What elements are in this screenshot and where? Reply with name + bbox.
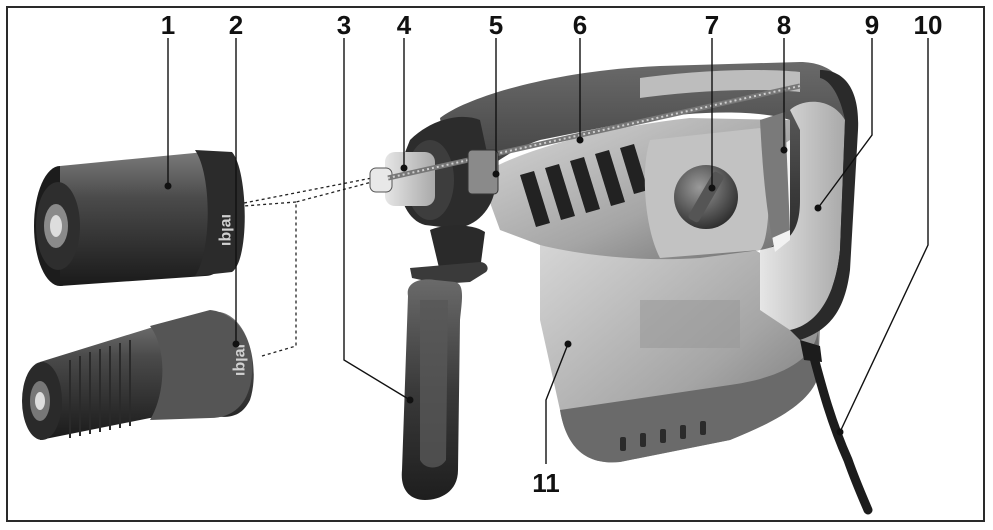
keyless-chuck-sds-plus: ıɐlqı xyxy=(34,150,245,286)
rotary-hammer-body xyxy=(369,62,873,515)
callout-6: 6 xyxy=(573,10,587,40)
callout-8: 8 xyxy=(777,10,791,40)
callout-3: 3 xyxy=(337,10,351,40)
callout-9: 9 xyxy=(865,10,879,40)
lower-chuck-marking: ıɐlqı xyxy=(232,344,249,376)
callout-7: 7 xyxy=(705,10,719,40)
callout-1: 1 xyxy=(161,10,175,40)
callout-2: 2 xyxy=(229,10,243,40)
chuck-connection-lines xyxy=(243,177,373,357)
callout-4: 4 xyxy=(397,10,412,40)
callout-leaders xyxy=(164,38,929,464)
callout-11: 11 xyxy=(532,468,560,498)
callout-5: 5 xyxy=(489,10,503,40)
upper-chuck-marking: ıɐlqı xyxy=(218,214,235,246)
callout-10: 10 xyxy=(914,10,943,40)
quick-change-chuck: ıɐlqı xyxy=(22,310,254,440)
callout-numbers: 1 2 3 4 5 6 7 8 9 10 11 xyxy=(161,10,943,498)
